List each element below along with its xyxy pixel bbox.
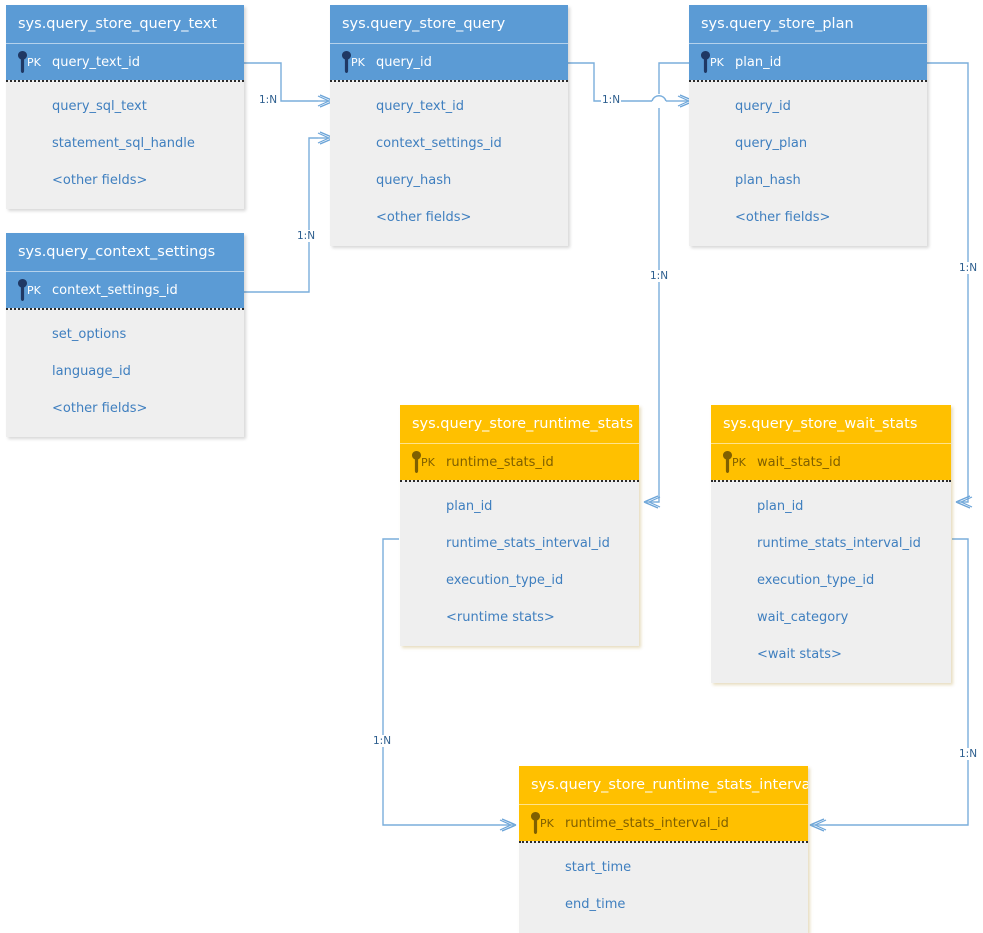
entity-primary-key-row[interactable]: PK runtime_stats_interval_id	[519, 804, 808, 841]
pk-tag: PK	[351, 56, 365, 69]
pk-field-name: runtime_stats_id	[446, 455, 554, 470]
entity-fields: query_text_id context_settings_id query_…	[330, 80, 568, 246]
relationship-label-query-text-query: 1:N	[258, 94, 279, 106]
pk-tag: PK	[27, 56, 41, 69]
pk-tag: PK	[710, 56, 724, 69]
key-icon	[698, 51, 713, 73]
field-row: <other fields>	[376, 210, 472, 225]
entity-query-store-wait-stats[interactable]: sys.query_store_wait_stats PK wait_stats…	[711, 405, 951, 683]
key-icon	[720, 451, 735, 473]
field-row: query_id	[735, 99, 791, 114]
entity-query-store-runtime-stats-interval[interactable]: sys.query_store_runtime_stats_interval P…	[519, 766, 808, 933]
key-icon	[339, 51, 354, 73]
relationship-label-interval-wait-stats: 1:N	[958, 748, 979, 760]
field-row: language_id	[52, 364, 131, 379]
pk-field-name: wait_stats_id	[757, 455, 841, 470]
entity-title: sys.query_context_settings	[6, 233, 244, 271]
field-row: execution_type_id	[446, 573, 564, 588]
entity-primary-key-row[interactable]: PK query_id	[330, 43, 568, 80]
field-row: plan_id	[757, 499, 804, 514]
field-row: context_settings_id	[376, 136, 502, 151]
key-icon	[409, 451, 424, 473]
pk-field-name: context_settings_id	[52, 283, 178, 298]
pk-field-name: query_text_id	[52, 55, 141, 70]
field-row: <wait stats>	[757, 647, 842, 662]
entity-fields: query_sql_text statement_sql_handle <oth…	[6, 80, 244, 209]
key-icon	[15, 279, 30, 301]
field-row: <other fields>	[735, 210, 831, 225]
connector-query-text-to-query	[244, 62, 318, 102]
field-row: start_time	[565, 860, 632, 875]
pk-tag: PK	[540, 817, 554, 830]
entity-fields: plan_id runtime_stats_interval_id execut…	[400, 480, 639, 646]
pk-tag: PK	[421, 456, 435, 469]
field-row: wait_category	[757, 610, 849, 625]
entity-title: sys.query_store_runtime_stats_interval	[519, 766, 808, 804]
pk-field-name: plan_id	[735, 55, 782, 70]
entity-primary-key-row[interactable]: PK runtime_stats_id	[400, 443, 639, 480]
field-row: <other fields>	[52, 401, 148, 416]
entity-primary-key-row[interactable]: PK query_text_id	[6, 43, 244, 80]
pk-field-name: query_id	[376, 55, 432, 70]
entity-query-store-query[interactable]: sys.query_store_query PK query_id query_…	[330, 5, 568, 246]
pk-tag: PK	[27, 284, 41, 297]
key-icon	[15, 51, 30, 73]
pk-tag: PK	[732, 456, 746, 469]
entity-primary-key-row[interactable]: PK context_settings_id	[6, 271, 244, 308]
field-row: query_text_id	[376, 99, 465, 114]
entity-fields: plan_id runtime_stats_interval_id execut…	[711, 480, 951, 683]
field-row: query_plan	[735, 136, 808, 151]
relationship-label-context-settings-query: 1:N	[296, 230, 317, 242]
entity-title: sys.query_store_plan	[689, 5, 927, 43]
relationship-label-plan-wait-stats: 1:N	[958, 262, 979, 274]
entity-primary-key-row[interactable]: PK wait_stats_id	[711, 443, 951, 480]
entity-title: sys.query_store_wait_stats	[711, 405, 951, 443]
field-row: plan_id	[446, 499, 493, 514]
field-row: execution_type_id	[757, 573, 875, 588]
entity-fields: query_id query_plan plan_hash <other fie…	[689, 80, 927, 246]
entity-query-context-settings[interactable]: sys.query_context_settings PK context_se…	[6, 233, 244, 437]
connector-context-settings-to-query	[244, 137, 318, 293]
entity-fields: set_options language_id <other fields>	[6, 308, 244, 437]
field-row: query_sql_text	[52, 99, 147, 114]
entity-query-store-query-text[interactable]: sys.query_store_query_text PK query_text…	[6, 5, 244, 209]
field-row: end_time	[565, 897, 626, 912]
field-row: <other fields>	[52, 173, 148, 188]
entity-title: sys.query_store_query_text	[6, 5, 244, 43]
entity-title: sys.query_store_query	[330, 5, 568, 43]
pk-field-name: runtime_stats_interval_id	[565, 816, 729, 831]
field-row: query_hash	[376, 173, 452, 188]
relationship-label-plan-runtime-stats: 1:N	[649, 270, 670, 282]
relationship-label-query-plan: 1:N	[601, 94, 622, 106]
entity-query-store-plan[interactable]: sys.query_store_plan PK plan_id query_id…	[689, 5, 927, 246]
field-row: <runtime stats>	[446, 610, 555, 625]
relationship-label-interval-runtime-stats: 1:N	[372, 735, 393, 747]
entity-fields: start_time end_time	[519, 841, 808, 933]
field-row: set_options	[52, 327, 127, 342]
field-row: runtime_stats_interval_id	[757, 536, 921, 551]
entity-primary-key-row[interactable]: PK plan_id	[689, 43, 927, 80]
entity-title: sys.query_store_runtime_stats	[400, 405, 639, 443]
entity-query-store-runtime-stats[interactable]: sys.query_store_runtime_stats PK runtime…	[400, 405, 639, 646]
field-row: statement_sql_handle	[52, 136, 195, 151]
key-icon	[528, 812, 543, 834]
field-row: plan_hash	[735, 173, 801, 188]
field-row: runtime_stats_interval_id	[446, 536, 610, 551]
